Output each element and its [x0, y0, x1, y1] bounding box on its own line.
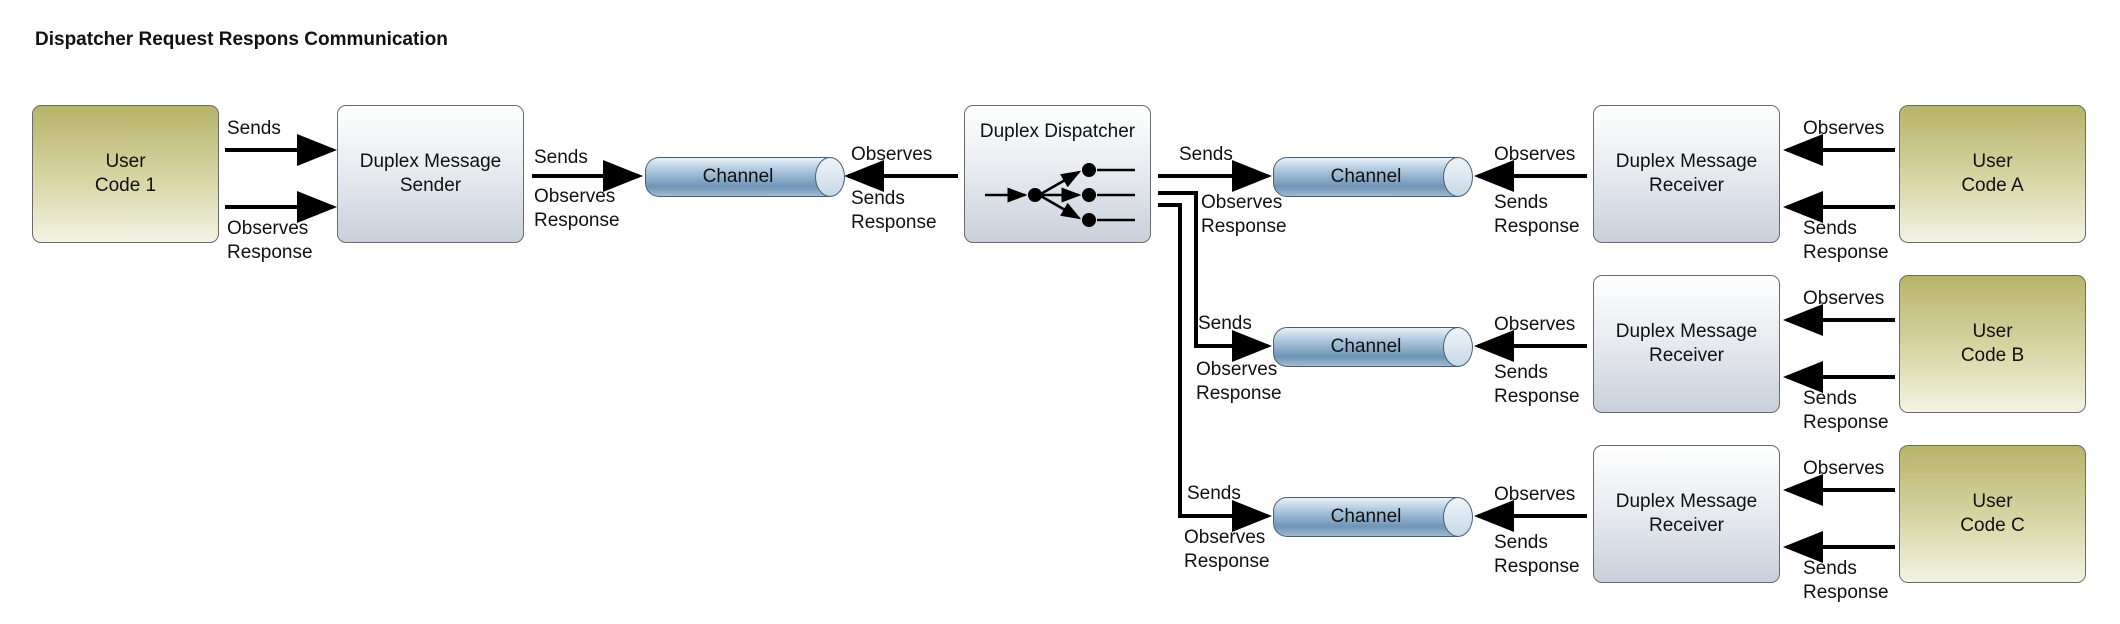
- user-code-1-box: User Code 1: [32, 105, 219, 243]
- label-rc-sends-response: Sends Response: [1494, 532, 1580, 577]
- channel-sender-label: Channel: [702, 166, 774, 187]
- label-da-observes: Observes Response: [1201, 192, 1287, 237]
- duplex-message-sender-box: Duplex Message Sender: [337, 105, 524, 243]
- receiver-c-label: Duplex Message Receiver: [1615, 491, 1758, 536]
- label-rc-observes: Observes: [1494, 484, 1576, 505]
- user-code-b-label: User Code B: [1960, 321, 2025, 366]
- user-code-1-label: User Code 1: [94, 151, 157, 196]
- user-code-b-box: User Code B: [1899, 275, 2086, 413]
- label-disp-sends-response: Sends Response: [851, 188, 937, 233]
- user-code-c-box: User Code C: [1899, 445, 2086, 583]
- label-disp-observes: Observes: [851, 144, 933, 165]
- duplex-message-receiver-b-box: Duplex Message Receiver: [1593, 275, 1780, 413]
- channel-b-label: Channel: [1330, 336, 1402, 357]
- label-ub-sends-response: Sends Response: [1803, 388, 1889, 433]
- label-db-sends: Sends: [1198, 313, 1252, 334]
- arrow-dispatcher-channel-c: [1158, 203, 1272, 532]
- label-ua-observes: Observes: [1803, 118, 1885, 139]
- label-rb-observes: Observes: [1494, 314, 1576, 335]
- sender-label: Duplex Message Sender: [359, 151, 502, 196]
- user-code-a-box: User Code A: [1899, 105, 2086, 243]
- channel-a: Channel: [1273, 157, 1473, 197]
- dispatcher-label: Duplex Dispatcher: [979, 121, 1136, 142]
- label-da-sends: Sends: [1179, 144, 1233, 165]
- channel-c: Channel: [1273, 497, 1473, 537]
- label-ua-sends-response: Sends Response: [1803, 218, 1889, 263]
- label-uc-observes: Observes: [1803, 458, 1885, 479]
- duplex-message-receiver-a-box: Duplex Message Receiver: [1593, 105, 1780, 243]
- channel-sender: Channel: [645, 157, 845, 197]
- label-u1-sends: Sends: [227, 118, 281, 139]
- label-db-observes: Observes Response: [1196, 359, 1282, 404]
- label-uc-sends-response: Sends Response: [1803, 558, 1889, 603]
- label-dc-observes: Observes Response: [1184, 527, 1270, 572]
- label-sender-sends: Sends: [534, 147, 588, 168]
- dispatcher-fanout-icon: [985, 163, 1135, 227]
- duplex-message-receiver-c-box: Duplex Message Receiver: [1593, 445, 1780, 583]
- arrow-dispatcher-channel-b: [1158, 191, 1272, 362]
- duplex-dispatcher-box: Duplex Dispatcher: [964, 105, 1151, 243]
- label-ra-sends-response: Sends Response: [1494, 192, 1580, 237]
- user-code-a-label: User Code A: [1961, 151, 2024, 196]
- label-u1-observes: Observes Response: [227, 218, 313, 263]
- user-code-c-label: User Code C: [1960, 491, 2025, 536]
- receiver-a-label: Duplex Message Receiver: [1615, 151, 1758, 196]
- diagram-title: Dispatcher Request Respons Communication: [35, 29, 448, 50]
- channel-b: Channel: [1273, 327, 1473, 367]
- label-dc-sends: Sends: [1187, 483, 1241, 504]
- label-sender-observes: Observes Response: [534, 186, 620, 231]
- label-ra-observes: Observes: [1494, 144, 1576, 165]
- receiver-b-label: Duplex Message Receiver: [1615, 321, 1758, 366]
- channel-a-label: Channel: [1330, 166, 1402, 187]
- label-ub-observes: Observes: [1803, 288, 1885, 309]
- label-rb-sends-response: Sends Response: [1494, 362, 1580, 407]
- channel-c-label: Channel: [1330, 506, 1402, 527]
